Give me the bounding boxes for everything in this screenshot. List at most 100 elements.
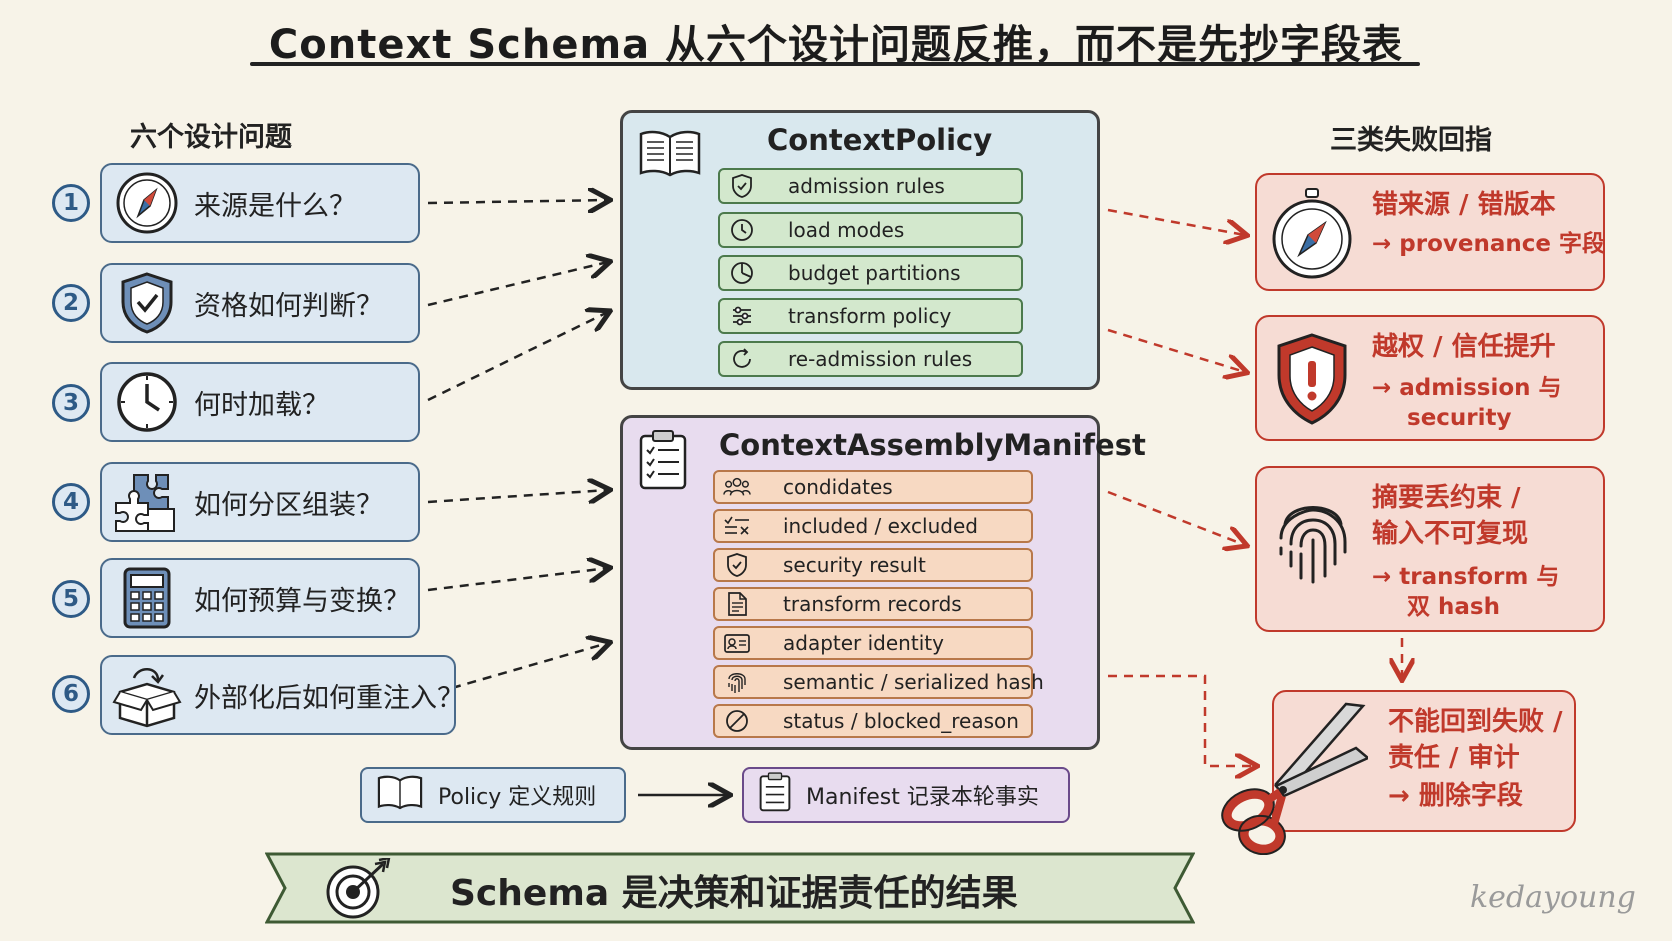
policy-row-text: re-admission rules bbox=[788, 347, 973, 371]
watermark: kedayoung bbox=[1470, 880, 1636, 915]
policy-row: admission rules bbox=[718, 168, 1023, 204]
clock-icon bbox=[728, 216, 756, 244]
manifest-row: status / blocked_reason bbox=[713, 704, 1033, 738]
clipboard-icon bbox=[758, 771, 792, 819]
failure-subtitle: → admission 与 bbox=[1372, 375, 1562, 401]
question-box-reinjection: 外部化后如何重注入？ bbox=[100, 655, 464, 735]
failure-subtitle: 双 hash bbox=[1407, 594, 1500, 620]
fingerprint-icon bbox=[723, 668, 751, 696]
manifest-row: security result bbox=[713, 548, 1033, 582]
clipboard-icon bbox=[637, 428, 689, 496]
question-text: 外部化后如何重注入？ bbox=[194, 682, 464, 714]
delete-line: → 删除字段 bbox=[1388, 781, 1523, 811]
arrow-f2 bbox=[1107, 328, 1245, 372]
id-card-icon bbox=[723, 629, 751, 657]
failure-title: 摘要丢约束 / bbox=[1372, 483, 1521, 513]
fingerprint-icon bbox=[1275, 494, 1351, 590]
manifest-row-text: security result bbox=[783, 553, 926, 577]
question-number-5: 5 bbox=[52, 580, 90, 618]
questions-heading: 六个设计问题 bbox=[130, 122, 292, 153]
legend-manifest-text: Manifest 记录本轮事实 bbox=[806, 785, 1039, 810]
question-box-eligibility: 资格如何判断？ bbox=[100, 263, 420, 343]
question-number-6: 6 bbox=[52, 675, 90, 713]
manifest-row: transform records bbox=[713, 587, 1033, 621]
question-box-source: 来源是什么？ bbox=[100, 163, 420, 243]
sliders-icon bbox=[728, 302, 756, 330]
puzzle-icon bbox=[112, 467, 182, 537]
manifest-row-text: status / blocked_reason bbox=[783, 709, 1019, 733]
arrow-q2 bbox=[427, 262, 608, 307]
arrow-q4 bbox=[427, 490, 608, 502]
pie-icon bbox=[728, 259, 756, 287]
policy-title: ContextPolicy bbox=[767, 123, 993, 157]
open-book-icon bbox=[376, 773, 424, 817]
question-text: 如何分区组装？ bbox=[194, 489, 383, 521]
conclusion-banner: Schema 是决策和证据责任的结果 bbox=[265, 850, 1195, 926]
clock-icon bbox=[112, 367, 182, 437]
failure-title: 输入不可复现 bbox=[1372, 519, 1529, 549]
question-number-1: 1 bbox=[52, 184, 90, 222]
question-box-loading: 何时加载？ bbox=[100, 362, 420, 442]
failure-subtitle: security bbox=[1407, 405, 1512, 431]
question-number-4: 4 bbox=[52, 483, 90, 521]
policy-row-text: budget partitions bbox=[788, 261, 961, 285]
arrow-q6 bbox=[451, 643, 608, 690]
failure-subtitle: → provenance 字段 bbox=[1372, 231, 1605, 257]
delete-field-box: 不能回到失败 / 责任 / 审计 → 删除字段 bbox=[1272, 690, 1576, 832]
people-icon bbox=[723, 473, 751, 501]
policy-row-text: load modes bbox=[788, 218, 905, 242]
manifest-row: semantic / serialized hash bbox=[713, 665, 1044, 699]
box-icon bbox=[112, 660, 182, 730]
arrow-f1 bbox=[1107, 208, 1245, 235]
manifest-row: adapter identity bbox=[713, 626, 1033, 660]
shield-check-icon bbox=[112, 268, 182, 338]
banner-ribbon bbox=[265, 852, 1195, 924]
arrow-q5 bbox=[427, 568, 608, 592]
manifest-row-text: transform records bbox=[783, 592, 962, 616]
policy-row: budget partitions bbox=[718, 255, 1023, 291]
manifest-row-text: adapter identity bbox=[783, 631, 944, 655]
manifest-title: ContextAssemblyManifest bbox=[719, 428, 1146, 462]
legend-policy: Policy 定义规则 bbox=[360, 767, 626, 823]
context-assembly-manifest-panel: ContextAssemblyManifest condidates inclu… bbox=[620, 415, 1146, 750]
question-number-2: 2 bbox=[52, 284, 90, 322]
manifest-row-text: condidates bbox=[783, 475, 893, 499]
shield-icon bbox=[723, 551, 751, 579]
legend-manifest: Manifest 记录本轮事实 bbox=[742, 767, 1070, 823]
refresh-icon bbox=[728, 345, 756, 373]
delete-line: 责任 / 审计 bbox=[1388, 743, 1520, 773]
calculator-icon bbox=[112, 563, 182, 633]
failures-heading: 三类失败回指 bbox=[1330, 125, 1492, 156]
manifest-row-text: included / excluded bbox=[783, 514, 978, 538]
compass-icon bbox=[1269, 187, 1355, 285]
shield-icon bbox=[728, 172, 756, 200]
policy-row: transform policy bbox=[718, 298, 1023, 334]
question-text: 资格如何判断？ bbox=[194, 290, 383, 322]
shield-alert-icon bbox=[1273, 331, 1351, 431]
policy-row: re-admission rules bbox=[718, 341, 1023, 377]
target-icon bbox=[323, 856, 393, 924]
question-text: 如何预算与变换？ bbox=[194, 585, 410, 617]
check-x-icon bbox=[723, 512, 751, 540]
title-underline bbox=[250, 62, 1420, 66]
compass-icon bbox=[112, 168, 182, 238]
question-number-3: 3 bbox=[52, 384, 90, 422]
manifest-row: included / excluded bbox=[713, 509, 1033, 543]
context-policy-panel: ContextPolicy admission rules load modes… bbox=[620, 110, 1100, 390]
failure-box-transform: 摘要丢约束 / 输入不可复现 → transform 与 双 hash bbox=[1255, 466, 1605, 632]
page-title: Context Schema 从六个设计问题反推，而不是先抄字段表 bbox=[268, 22, 1404, 68]
delete-line: 不能回到失败 / bbox=[1388, 707, 1563, 737]
failure-subtitle: → transform 与 bbox=[1372, 564, 1560, 590]
policy-row: load modes bbox=[718, 212, 1023, 248]
question-box-budget: 如何预算与变换？ bbox=[100, 558, 420, 638]
failure-title: 错来源 / 错版本 bbox=[1372, 190, 1556, 220]
manifest-row: condidates bbox=[713, 470, 1033, 504]
question-text: 来源是什么？ bbox=[194, 190, 356, 222]
arrow-q3 bbox=[427, 312, 608, 402]
blocked-icon bbox=[723, 707, 751, 735]
question-text: 何时加载？ bbox=[194, 389, 329, 421]
arrow-q1 bbox=[427, 200, 608, 203]
policy-row-text: transform policy bbox=[788, 304, 952, 328]
policy-row-text: admission rules bbox=[788, 174, 945, 198]
